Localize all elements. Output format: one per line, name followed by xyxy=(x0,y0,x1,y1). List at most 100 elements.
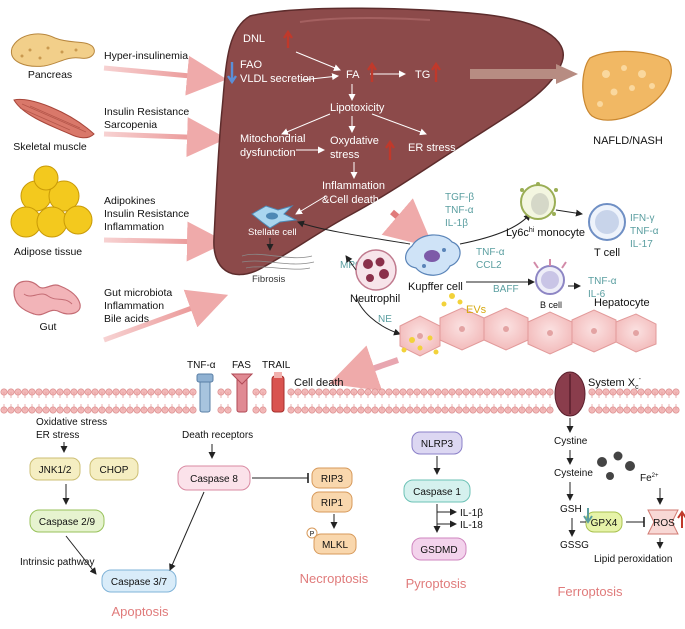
lipid-peroxidation-label: Lipid peroxidation xyxy=(594,554,672,565)
gssg-label: GSSG xyxy=(560,540,589,551)
kupffer-factor-tnfa: TNF-α xyxy=(445,205,474,216)
caspase8-label: Caspase 8 xyxy=(190,474,238,485)
gpx4-down-arrow-icon xyxy=(583,508,593,524)
neutrophil-icon xyxy=(355,249,397,291)
nlrp3-label: NLRP3 xyxy=(421,439,454,450)
input-muscle-1: Insulin Resistance xyxy=(104,106,189,118)
nlrp3-box xyxy=(411,431,463,455)
necroptosis-title: Necroptosis xyxy=(300,571,369,586)
pancreas-icon xyxy=(10,33,95,67)
kupffer-cell-label: Kupffer cell xyxy=(408,281,463,293)
jnk-label: JNK1/2 xyxy=(39,465,72,476)
b-cell-label: B cell xyxy=(540,300,562,310)
death-receptors-label: Death receptors xyxy=(182,430,253,441)
trail-label: TRAIL xyxy=(262,360,291,371)
rip3-box xyxy=(311,467,353,489)
skeletal-muscle-icon xyxy=(13,98,95,139)
monocyte-label-pre: Ly6c xyxy=(506,227,529,239)
il1b-label: IL-1β xyxy=(460,508,483,519)
ne-label: NE xyxy=(378,314,392,325)
kupffer-factor-il1b: IL-1β xyxy=(445,218,468,229)
input-gut-2: Inflammation xyxy=(104,300,164,312)
pyroptosis-title: Pyroptosis xyxy=(406,576,467,591)
cell-death-label: Cell death xyxy=(294,377,344,389)
t-cell-factor-il17: IL-17 xyxy=(630,239,653,250)
ox-stress-label-1: Oxydative xyxy=(330,135,379,147)
fibrosis-label: Fibrosis xyxy=(252,274,286,285)
ox-stress-label: Oxidative stress xyxy=(36,417,107,428)
chop-box xyxy=(89,457,139,481)
il18-label: IL-18 xyxy=(460,520,483,531)
input-adipose-2: Insulin Resistance xyxy=(104,208,189,220)
kupffer-cell-icon xyxy=(405,234,461,276)
vldl-label: VLDL secretion xyxy=(240,73,315,85)
fe-label-sup: 2+ xyxy=(652,473,659,479)
adipose-tissue-icon xyxy=(10,165,93,238)
gsh-label: GSH xyxy=(560,504,582,515)
immune-arrows xyxy=(297,213,535,336)
gsdmd-box xyxy=(411,537,467,561)
gpx4-label: GPX4 xyxy=(591,518,618,529)
fas-receptor-icon xyxy=(230,373,254,413)
fa-label: FA xyxy=(346,69,360,81)
mlkl-box xyxy=(313,533,357,555)
t-cell-icon xyxy=(588,203,626,241)
gut-label: Gut xyxy=(40,321,57,333)
er-stress-label: ER stress xyxy=(408,142,456,154)
cell-membrane xyxy=(0,388,680,414)
fatty-liver-icon xyxy=(582,50,672,121)
fas-label: FAS xyxy=(232,360,251,371)
caspase37-label: Caspase 3/7 xyxy=(111,577,168,588)
adipose-tissue-label: Adipose tissue xyxy=(14,246,82,258)
chop-label: CHOP xyxy=(100,465,129,476)
mlkl-label: MLKL xyxy=(322,540,349,551)
gut-icon xyxy=(13,280,81,316)
monocyte-label-post: monocyte xyxy=(534,227,585,239)
cysteine-label: Cysteine xyxy=(554,468,593,479)
up-arrow-icons xyxy=(283,29,441,160)
input-arrows xyxy=(103,55,229,343)
caspase1-label: Caspase 1 xyxy=(413,487,461,498)
inflammation-label-2: &Cell death xyxy=(322,194,379,206)
phospho-label: P xyxy=(310,531,315,538)
monocyte-label: Ly6chi monocyte xyxy=(506,227,585,239)
rip1-label: RIP1 xyxy=(321,498,344,509)
dnl-label: DNL xyxy=(243,33,265,45)
input-gut-1: Gut microbiota xyxy=(104,287,172,299)
system-xc-label-sup: - xyxy=(639,376,642,383)
ros-label: ROS xyxy=(653,518,675,529)
ev-dots xyxy=(401,293,463,355)
caspase1-box xyxy=(403,479,471,503)
lipotoxicity-label: Lipotoxicity xyxy=(330,102,385,114)
kupffer-factor-ccl2: CCL2 xyxy=(476,260,502,271)
fe-label: Fe2+ xyxy=(640,473,659,484)
hepatocyte-label: Hepatocyte xyxy=(594,297,650,309)
tnf-label: TNF-α xyxy=(187,360,216,371)
fe-label-main: Fe xyxy=(640,473,652,484)
caspase29-box xyxy=(29,509,105,533)
ros-box xyxy=(647,509,679,535)
jnk-box xyxy=(29,457,81,481)
stellate-cell-label: Stellate cell xyxy=(248,227,297,238)
fao-label: FAO xyxy=(240,59,262,71)
input-pancreas-1: Hyper-insulinemia xyxy=(104,50,188,62)
system-xc-label: System Xc- xyxy=(588,376,642,391)
neutrophil-label: Neutrophil xyxy=(350,293,400,305)
baff-label: BAFF xyxy=(493,284,519,295)
system-xc-label-sub: c xyxy=(635,384,639,391)
kupffer-factor-tnfa-2: TNF-α xyxy=(476,247,505,258)
system-xc-icon xyxy=(554,371,586,417)
intrinsic-pathway-label: Intrinsic pathway xyxy=(20,557,94,568)
liver-arrows xyxy=(281,51,427,215)
cystine-label: Cystine xyxy=(554,436,588,447)
b-cell-icon xyxy=(533,259,567,295)
t-cell-factor-ifng: IFN-γ xyxy=(630,213,654,224)
down-arrow-icon xyxy=(227,62,237,85)
ros-up-arrow-icon xyxy=(677,510,685,528)
tg-label: TG xyxy=(415,69,430,81)
tnf-receptor-icon xyxy=(196,373,214,413)
input-adipose-3: Inflammation xyxy=(104,221,164,233)
nafld-label: NAFLD/NASH xyxy=(593,135,663,147)
input-adipose-1: Adipokines xyxy=(104,195,155,207)
caspase8-box xyxy=(177,465,251,491)
